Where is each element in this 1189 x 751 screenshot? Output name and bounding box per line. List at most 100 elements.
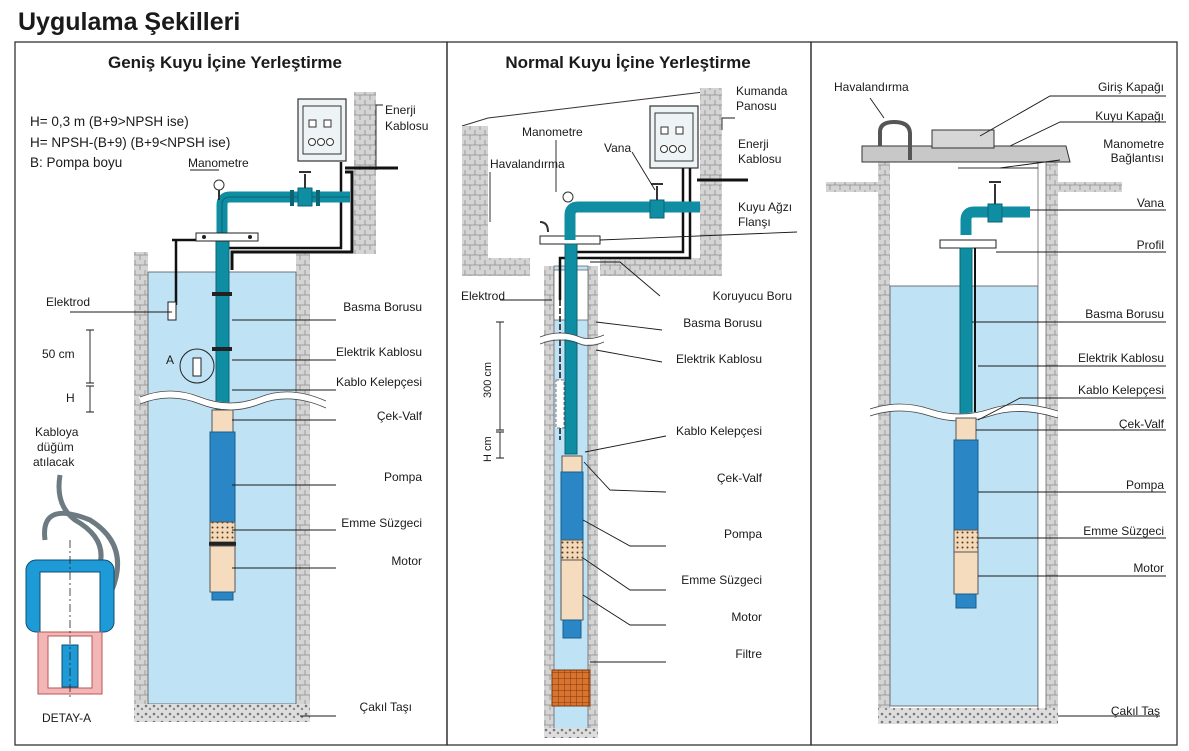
label-control-panel: Panosu [736,99,777,113]
label-detail-note: Kabloya [35,425,79,439]
label-pump: Pompa [1126,478,1164,492]
pump-body [953,439,979,531]
label-gravel: Çakıl Taş [1111,704,1160,718]
label-manometer-connection: Manometre [1103,137,1164,151]
control-panel [297,98,347,162]
riser-pipe [959,247,973,419]
motor [953,551,979,595]
riser-pipe [564,243,578,455]
panel-title: Geniş Kuyu İçine Yerleştirme [108,53,342,72]
label-valve: Vana [1137,196,1164,210]
label-cable-clamp: Kablo Kelepçesi [336,375,422,389]
well-head-beam [195,232,259,242]
label-dim-h: H [66,391,75,405]
panel-title: Normal Kuyu İçine Yerleştirme [505,53,750,72]
label-check-valve: Çek-Valf [1119,417,1165,431]
label-check-valve: Çek-Valf [717,471,763,485]
label-inlet-cover: Giriş Kapağı [1098,80,1164,94]
label-ventilation: Havalandırma [834,80,909,94]
label-cable-clamp: Kablo Kelepçesi [1078,383,1164,397]
well-wall-right [296,252,310,712]
discharge-pipe [216,191,350,235]
label-energy-cable: Kablosu [738,152,781,166]
suction-strainer [209,521,236,543]
label-energy-cable: Kablosu [385,119,428,133]
power-cable [230,166,398,270]
profile-beam [939,239,997,249]
label-discharge-pipe: Basma Borusu [683,316,762,330]
page-title: Uygulama Şekilleri [18,8,240,36]
check-valve [561,455,583,473]
label-protective-casing: Koruyucu Boru [713,289,792,303]
filter [551,669,591,707]
label-filter: Filtre [735,647,762,661]
label-detail-note: atılacak [33,455,75,469]
label-detail-note: düğüm [37,440,74,454]
motor [209,545,236,593]
info-line: H= NPSH-(B+9) (B+9<NPSH ise) [30,135,230,150]
label-dim-h: H cm [482,436,494,462]
check-valve [955,417,977,441]
panel-covered-well: Havalandırma Giriş Kapağı Kuyu Kapağı Ma… [826,80,1166,724]
brick-column [354,92,376,254]
borehole-wall-right [588,266,598,730]
pump-body [209,431,236,523]
label-valve: Vana [604,141,631,155]
label-marker-a: A [166,353,174,367]
label-well-cover: Kuyu Kapağı [1095,109,1164,123]
vent-pipe [539,221,549,233]
gravel-bed [134,704,310,722]
discharge-pipe [960,206,1030,235]
discharge-pipe [564,201,700,240]
suction-strainer [953,529,979,553]
label-electric-cable: Elektrik Kablosu [1078,351,1164,365]
well-wall-right [1046,162,1058,717]
panel-normal-well: Normal Kuyu İçine Yerleştirme [461,53,798,738]
label-motor: Motor [1133,561,1164,575]
panel-frame-covered-well [810,41,1178,746]
label-energy-cable: Enerji [385,103,416,117]
well-wall-left [134,252,148,712]
label-motor: Motor [731,610,762,624]
label-cable-clamp: Kablo Kelepçesi [676,424,762,438]
borehole-wall-left [544,266,554,730]
suction-strainer [560,539,584,561]
info-line: H= 0,3 m (B+9>NPSH ise) [30,114,189,129]
label-control-panel: Kumanda [736,84,788,98]
label-suction-strainer: Emme Süzgeci [341,516,422,530]
panel-wide-well: Geniş Kuyu İçine Yerleştirme H= 0,3 m (B… [25,53,428,725]
pump-body [560,471,584,541]
valve [987,203,1003,223]
manometer [562,191,574,203]
label-suction-strainer: Emme Süzgeci [1083,524,1164,538]
info-line: B: Pompa boyu [30,155,122,170]
motor [560,559,584,621]
manometer [213,179,225,191]
label-gravel: Çakıl Taşı [360,700,412,714]
well-cover [861,145,1071,163]
valve [649,199,665,219]
gravel-bed [878,708,1058,724]
label-well-flange: Flanşı [738,215,771,229]
label-dim-300cm: 300 cm [482,362,494,398]
label-manometer: Manometre [188,156,249,170]
label-electrode: Elektrod [461,289,505,303]
valve [297,187,313,207]
well-house-wall-left [462,126,488,276]
label-well-flange: Kuyu Ağzı [738,200,792,214]
label-discharge-pipe: Basma Borusu [343,300,422,314]
label-electric-cable: Elektrik Kablosu [336,345,422,359]
label-electrode: Elektrod [46,295,90,309]
label-pump: Pompa [724,527,762,541]
label-detail-a: DETAY-A [42,711,91,725]
label-check-valve: Çek-Valf [377,409,423,423]
well-house-wall-right [700,88,722,276]
inlet-cover [931,129,995,149]
label-ventilation: Havalandırma [490,157,565,171]
label-pump: Pompa [384,470,422,484]
check-valve [211,409,234,433]
label-discharge-pipe: Basma Borusu [1085,307,1164,321]
label-suction-strainer: Emme Süzgeci [681,573,762,587]
label-manometer-connection: Bağlantısı [1111,151,1164,165]
